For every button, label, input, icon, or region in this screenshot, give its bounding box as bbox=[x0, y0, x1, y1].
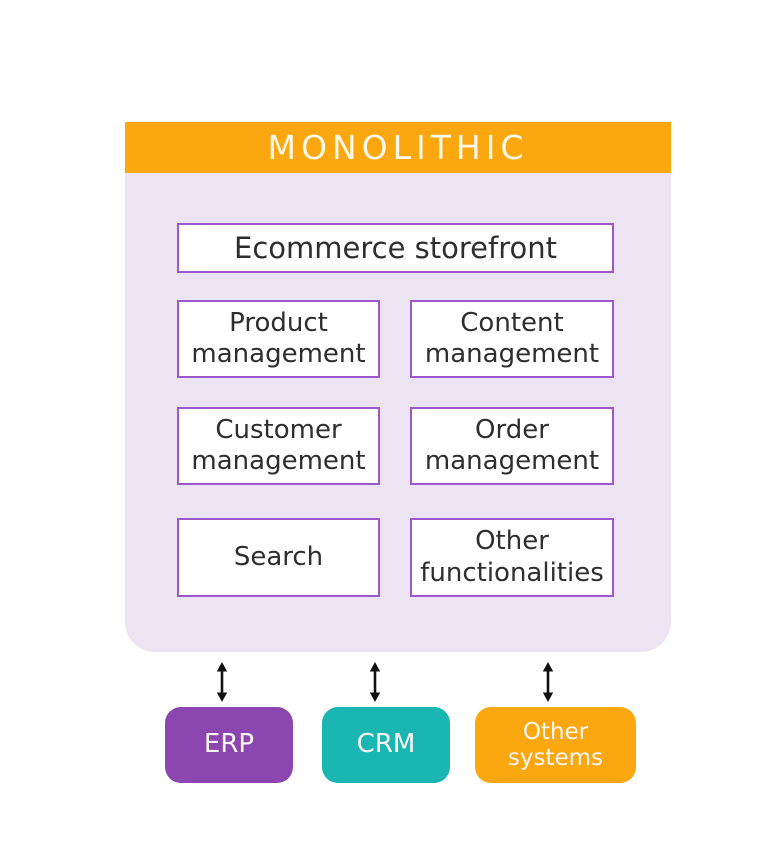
module-label: Order management bbox=[424, 414, 600, 476]
module-search: Search bbox=[177, 518, 380, 597]
module-product-management: Product management bbox=[177, 300, 380, 378]
monolithic-header: MONOLITHIC bbox=[125, 122, 671, 173]
module-order-management: Order management bbox=[410, 407, 614, 485]
module-label: Content management bbox=[424, 307, 600, 369]
module-other-functionalities: Other functionalities bbox=[410, 518, 614, 597]
module-ecommerce-storefront: Ecommerce storefront bbox=[177, 223, 614, 273]
module-label: Ecommerce storefront bbox=[234, 230, 557, 265]
module-content-management: Content management bbox=[410, 300, 614, 378]
module-label: Customer management bbox=[191, 414, 366, 476]
external-system-label: CRM bbox=[356, 729, 416, 760]
external-system-crm: CRM bbox=[322, 707, 450, 783]
double-arrow-icon bbox=[542, 662, 554, 702]
module-label: Search bbox=[233, 541, 324, 572]
monolith-container: Ecommerce storefront Product management … bbox=[125, 173, 671, 652]
external-system-other-systems: Other systems bbox=[475, 707, 636, 783]
external-system-label: ERP bbox=[203, 729, 255, 760]
external-system-label: Other systems bbox=[507, 718, 604, 771]
diagram-title: MONOLITHIC bbox=[267, 128, 529, 167]
module-label: Other functionalities bbox=[420, 526, 604, 588]
module-label: Product management bbox=[191, 307, 366, 369]
double-arrow-icon bbox=[369, 662, 381, 702]
double-arrow-icon bbox=[216, 662, 228, 702]
module-customer-management: Customer management bbox=[177, 407, 380, 485]
external-system-erp: ERP bbox=[165, 707, 293, 783]
